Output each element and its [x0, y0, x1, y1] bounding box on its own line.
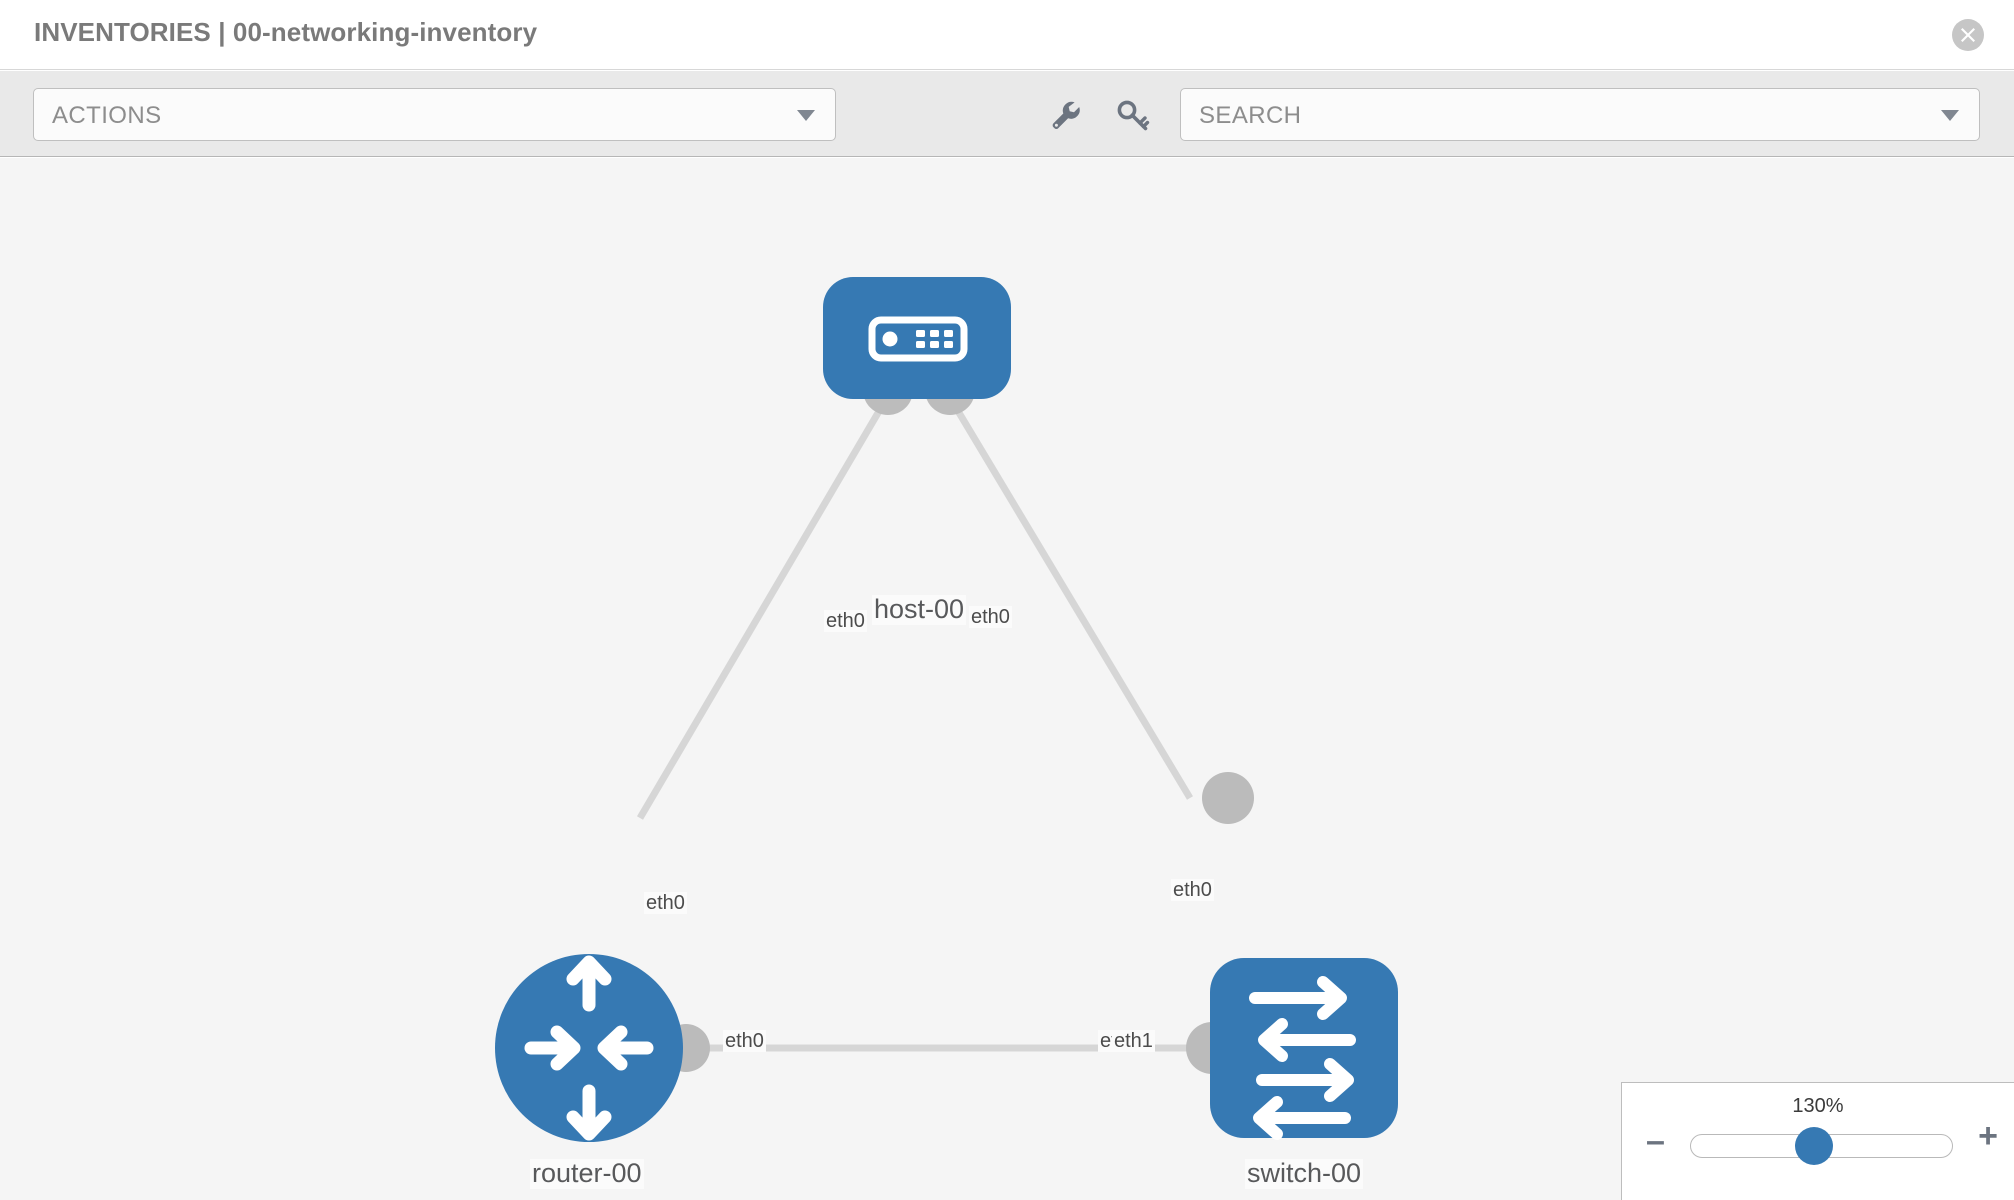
toolbar: ACTIONS SEARCH — [0, 71, 2014, 157]
minus-icon[interactable]: – — [1646, 1122, 1665, 1160]
wrench-icon[interactable] — [1047, 97, 1083, 133]
connector-switch00-eth0 — [1202, 772, 1254, 824]
actions-dropdown-label: ACTIONS — [52, 102, 162, 129]
topology-graph — [495, 277, 1398, 1142]
zoom-slider-thumb[interactable] — [1795, 1127, 1833, 1165]
connector-layer — [662, 365, 1254, 1074]
interface-label-switch00-eth1: eth1 — [1112, 1030, 1155, 1052]
node-label-switch-00: switch-00 — [1245, 1158, 1364, 1189]
interface-label-switch00-eth0-uplink: eth0 — [1171, 879, 1214, 901]
close-icon[interactable] — [1952, 19, 1984, 51]
page-title: INVENTORIES | 00-networking-inventory — [34, 17, 538, 47]
interface-label-host00-eth0-left: eth0 — [824, 610, 867, 632]
node-label-router-00: router-00 — [530, 1158, 644, 1189]
interface-label-host00-eth0-right: eth0 — [969, 606, 1012, 628]
node-label-host-00: host-00 — [872, 594, 967, 625]
node-switch-00[interactable] — [1210, 958, 1398, 1140]
zoom-panel: 130% – + — [1621, 1082, 2014, 1200]
page-header: INVENTORIES | 00-networking-inventory — [0, 0, 2014, 70]
search-placeholder: SEARCH — [1199, 102, 1302, 129]
interface-label-router00-eth0: eth0 — [723, 1030, 766, 1052]
zoom-level-value: 130% — [1792, 1095, 1844, 1117]
topology-canvas[interactable]: host-00 router-00 switch-00 eth0 eth0 et… — [0, 158, 2014, 1200]
link-layer — [636, 399, 1205, 1052]
key-icon[interactable] — [1115, 97, 1151, 133]
link-host00-router00 — [636, 399, 889, 820]
search-input[interactable]: SEARCH — [1180, 88, 1980, 141]
node-router-00[interactable] — [495, 954, 683, 1142]
link-host00-switch00 — [948, 399, 1194, 800]
actions-dropdown[interactable]: ACTIONS — [33, 88, 836, 141]
plus-icon[interactable]: + — [1978, 1117, 1998, 1155]
node-host-00[interactable] — [823, 277, 1011, 399]
interface-label-router00-eth0-uplink: eth0 — [644, 892, 687, 914]
chevron-down-icon[interactable] — [1941, 110, 1959, 121]
chevron-down-icon — [797, 110, 815, 121]
